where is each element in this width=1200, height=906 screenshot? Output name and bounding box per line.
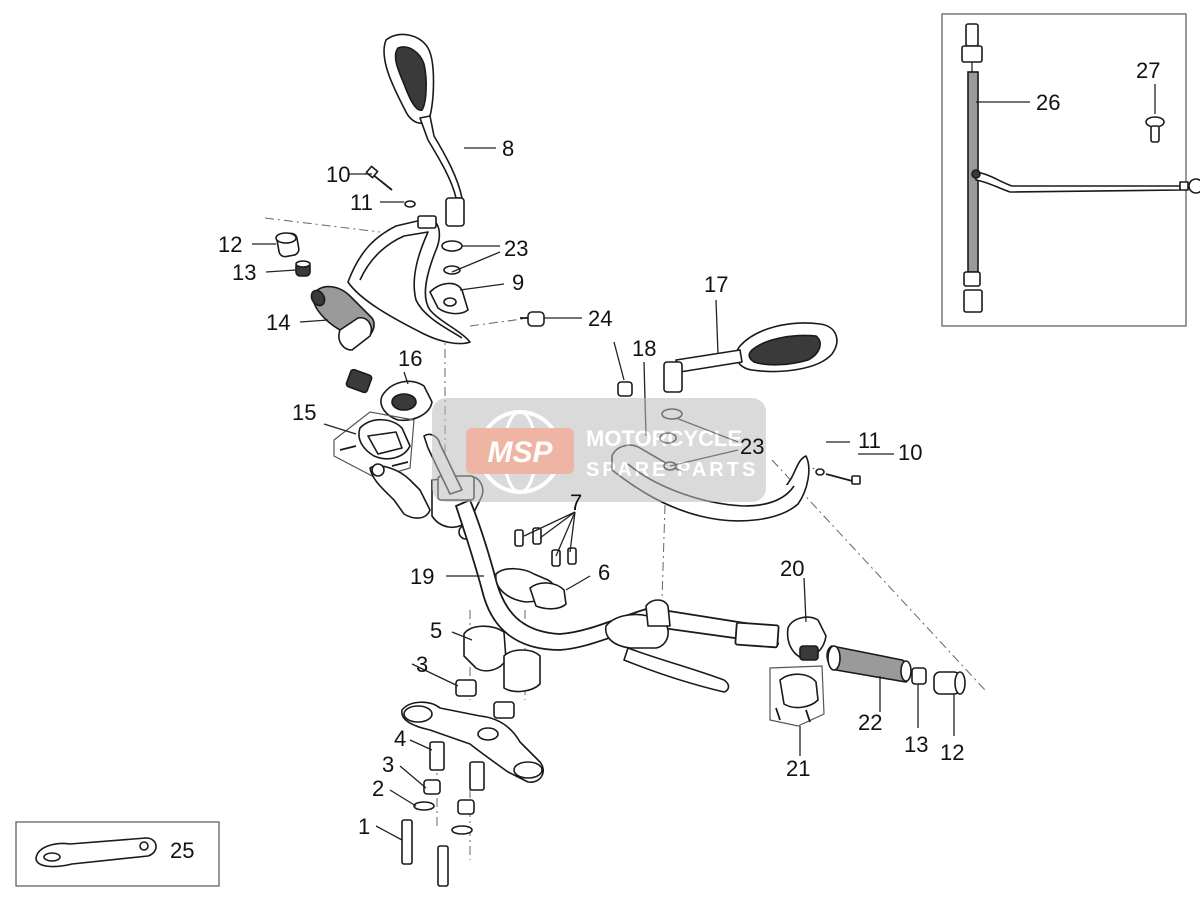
right-washer-11[interactable] xyxy=(815,468,825,476)
callout-4: 4 xyxy=(394,726,406,751)
adjuster-knob-24[interactable] xyxy=(520,311,545,327)
harness-screw-27[interactable] xyxy=(1145,116,1165,143)
brake-master-cylinder[interactable] xyxy=(605,599,730,693)
assembly-lines xyxy=(264,217,986,860)
right-screw-10[interactable] xyxy=(825,473,861,485)
tool-inset-box xyxy=(15,821,220,887)
left-washer-11[interactable] xyxy=(404,200,416,208)
callout-23a: 23 xyxy=(504,236,528,261)
right-bar-end-insert-13[interactable] xyxy=(911,667,927,685)
lower-spacers[interactable] xyxy=(423,741,485,815)
callout-12b: 12 xyxy=(940,740,964,765)
right-switch-housing[interactable] xyxy=(769,665,825,727)
wiring-harness[interactable] xyxy=(961,23,1200,313)
clamp-bolts[interactable] xyxy=(514,527,577,567)
right-bar-end-12[interactable] xyxy=(933,671,966,695)
callout-numbers: 1 2 3 4 3 5 19 6 7 8 9 10 11 12 13 14 23… xyxy=(170,58,1160,863)
callout-13a: 13 xyxy=(232,260,256,285)
callout-5: 5 xyxy=(430,618,442,643)
callout-17: 17 xyxy=(704,272,728,297)
callout-22: 22 xyxy=(858,710,882,735)
left-switch-housing[interactable] xyxy=(333,411,415,479)
callout-2: 2 xyxy=(372,776,384,801)
callout-18: 18 xyxy=(632,336,656,361)
upper-clamp[interactable] xyxy=(495,567,567,610)
right-switch[interactable] xyxy=(786,616,827,661)
callout-3b: 3 xyxy=(382,752,394,777)
callout-12a: 12 xyxy=(218,232,242,257)
callout-25: 25 xyxy=(170,838,194,863)
spacer-upper-2[interactable] xyxy=(493,701,515,719)
callout-3a: 3 xyxy=(416,652,428,677)
callout-20: 20 xyxy=(780,556,804,581)
left-bar-end-12[interactable] xyxy=(275,232,300,258)
left-switch[interactable] xyxy=(345,368,433,422)
callout-7: 7 xyxy=(570,490,582,515)
callout-11b: 11 xyxy=(858,428,881,453)
callout-19: 19 xyxy=(410,564,434,589)
callout-11a: 11 xyxy=(350,190,373,215)
callout-16: 16 xyxy=(398,346,422,371)
mounting-bolts[interactable] xyxy=(401,819,449,887)
watermark-line1: MOTORCYCLE xyxy=(586,426,742,451)
callout-15: 15 xyxy=(292,400,316,425)
lower-washers[interactable] xyxy=(413,801,473,835)
watermark-line2: SPARE PARTS xyxy=(586,459,758,481)
callout-9: 9 xyxy=(512,270,524,295)
watermark: MSP MOTORCYCLE SPARE PARTS xyxy=(432,398,766,502)
left-mirror[interactable] xyxy=(383,33,465,275)
right-grip[interactable] xyxy=(826,645,912,683)
callout-24: 24 xyxy=(588,306,612,331)
tool-spanner[interactable] xyxy=(35,837,157,868)
callout-13b: 13 xyxy=(904,732,928,757)
callout-23b: 23 xyxy=(740,434,764,459)
callout-14: 14 xyxy=(266,310,290,335)
callout-21: 21 xyxy=(786,756,810,781)
watermark-logo-text: MSP xyxy=(487,436,553,469)
left-screw-10[interactable] xyxy=(365,165,393,191)
left-grip[interactable] xyxy=(309,285,375,351)
callout-6: 6 xyxy=(598,560,610,585)
spacer-upper[interactable] xyxy=(455,679,477,697)
wiring-inset-box xyxy=(941,13,1187,327)
callout-26: 26 xyxy=(1036,90,1060,115)
risers[interactable] xyxy=(463,625,541,693)
callout-10a: 10 xyxy=(326,162,350,187)
callout-27: 27 xyxy=(1136,58,1160,83)
left-hand-guard[interactable] xyxy=(347,215,471,345)
left-bar-end-insert-13[interactable] xyxy=(295,260,311,277)
callout-8: 8 xyxy=(502,136,514,161)
callout-1: 1 xyxy=(358,814,370,839)
callout-10b: 10 xyxy=(898,440,922,465)
top-yoke[interactable] xyxy=(401,701,544,783)
